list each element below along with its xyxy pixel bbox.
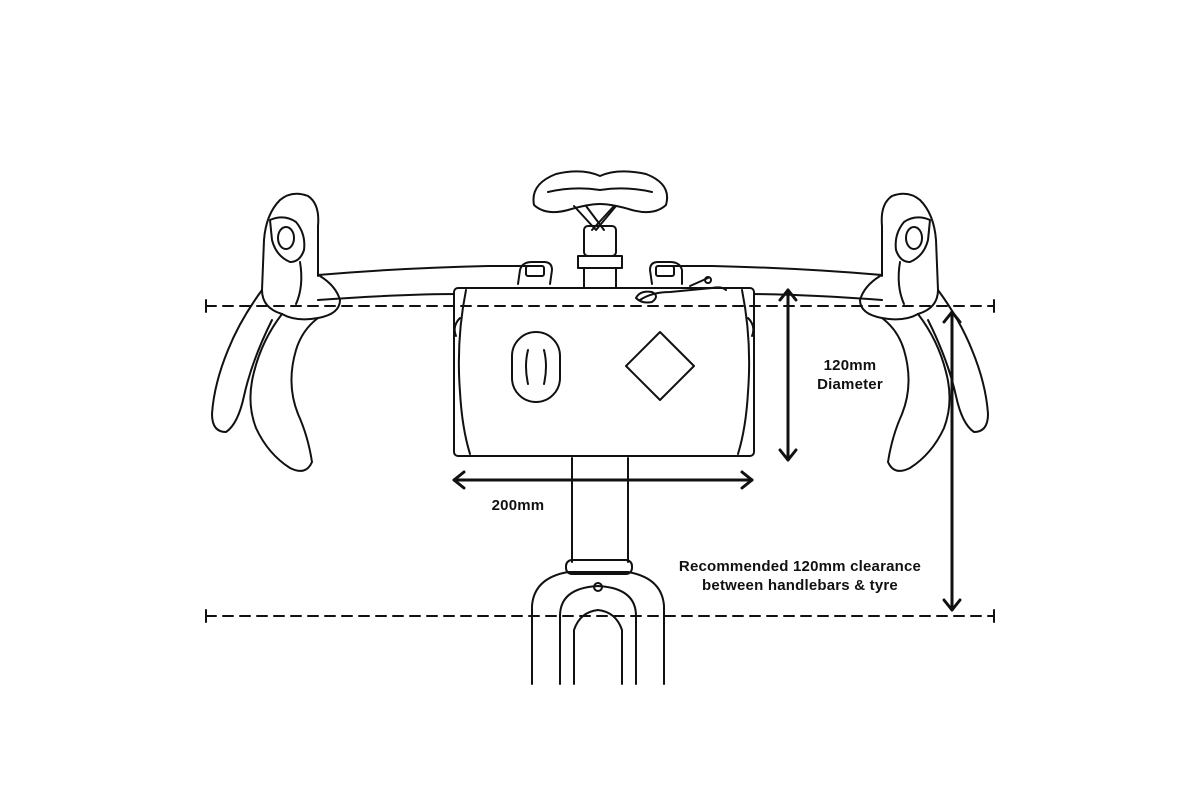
clearance-line-2: between handlebars & tyre xyxy=(702,577,898,594)
fork-illustration xyxy=(531,559,665,685)
right-brake-lever xyxy=(859,192,989,472)
zip-pull xyxy=(635,276,727,304)
width-value: 200mm xyxy=(491,497,545,514)
saddle xyxy=(532,170,668,291)
width-arrow xyxy=(452,470,754,490)
diameter-arrow xyxy=(778,288,798,462)
diameter-caption: Diameter xyxy=(817,376,883,393)
clearance-line-1: Recommended 120mm clearance xyxy=(678,558,922,575)
diameter-label: 120mm Diameter xyxy=(800,356,900,394)
diameter-value: 120mm xyxy=(823,357,877,374)
left-brake-lever xyxy=(211,192,341,472)
dimension-arrows xyxy=(452,288,962,612)
clearance-arrow xyxy=(942,310,962,612)
bag-straps xyxy=(517,261,683,285)
reference-lines xyxy=(205,299,995,623)
bag-logo-pill xyxy=(511,331,561,403)
steerer-tube xyxy=(571,457,629,563)
clearance-label: Recommended 120mm clearance between hand… xyxy=(660,557,940,595)
handlebar xyxy=(317,265,883,301)
width-label: 200mm xyxy=(470,496,566,515)
handlebar-bag xyxy=(453,287,755,457)
bag-logo-diamond xyxy=(625,331,695,401)
